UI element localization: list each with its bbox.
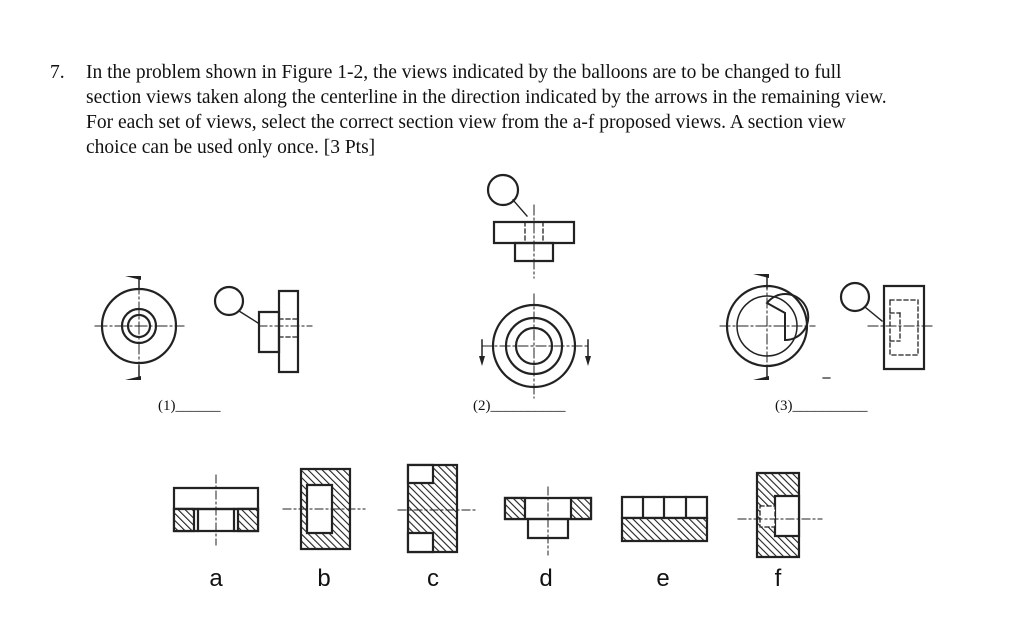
question-line: choice can be used only once. [3 Pts] xyxy=(86,137,376,158)
choice-f-drawing xyxy=(738,473,822,557)
choice-b-drawing xyxy=(283,469,365,549)
problem-3-label: (3) xyxy=(775,398,793,414)
choice-c-drawing xyxy=(398,465,475,552)
problem-3-answer-blank[interactable]: (3)__________ xyxy=(775,398,868,414)
choice-d-drawing xyxy=(505,487,591,555)
problem-2-top-view xyxy=(488,175,574,278)
question-line: For each set of views, select the correc… xyxy=(86,112,846,133)
problem-1-front-view xyxy=(95,276,184,380)
choice-c-label[interactable]: c xyxy=(427,565,439,592)
choice-d-label[interactable]: d xyxy=(539,565,553,592)
choice-b-label[interactable]: b xyxy=(317,565,331,592)
problem-3-front-view xyxy=(720,274,830,380)
choice-a-label[interactable]: a xyxy=(209,565,223,592)
question-number: 7. xyxy=(50,62,65,83)
question-block: 7. In the problem shown in Figure 1-2, t… xyxy=(50,60,980,160)
problem-2-front-view xyxy=(479,294,591,398)
choice-e-drawing xyxy=(622,497,707,541)
problem-3-side-view xyxy=(841,283,935,369)
problem-1-side-view xyxy=(215,287,312,372)
question-text: In the problem shown in Figure 1-2, the … xyxy=(86,60,980,160)
problem-1-label: (1) xyxy=(158,398,176,414)
question-line: section views taken along the centerline… xyxy=(86,87,887,108)
question-line: In the problem shown in Figure 1-2, the … xyxy=(86,62,842,83)
choice-a-drawing xyxy=(174,475,258,545)
choice-e-label[interactable]: e xyxy=(656,565,670,592)
choice-f-label[interactable]: f xyxy=(774,565,782,592)
problem-1-answer-blank[interactable]: (1)______ xyxy=(158,398,221,414)
problem-2-label: (2) xyxy=(473,398,491,414)
problem-2-answer-blank[interactable]: (2)__________ xyxy=(473,398,566,414)
